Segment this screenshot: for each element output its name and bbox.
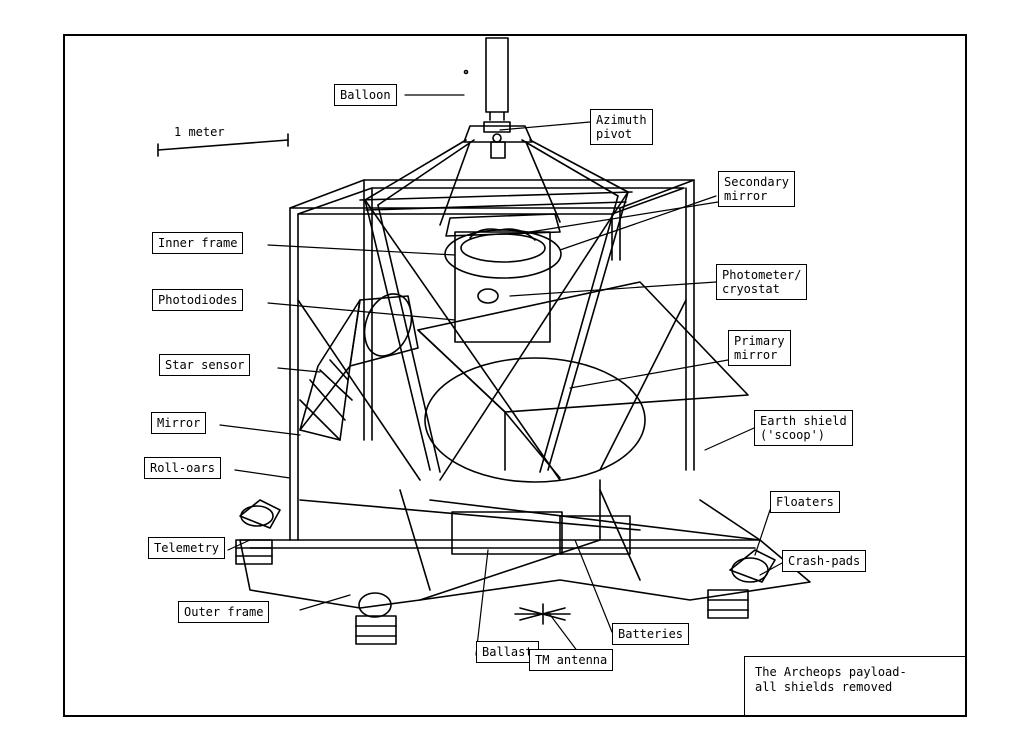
label-crash-pads: Crash-pads	[782, 550, 867, 572]
label-batteries: Batteries	[612, 623, 690, 645]
label-photometer-cryostat: Photometer/ cryostat	[716, 264, 808, 300]
label-ballast: Ballast	[476, 641, 539, 663]
label-photodiodes: Photodiodes	[152, 289, 244, 311]
floaters-drawing	[239, 499, 776, 618]
tm-antenna-drawing	[514, 603, 571, 625]
label-scale: 1 meter	[174, 125, 225, 139]
label-star-sensor: Star sensor	[159, 354, 251, 376]
lower-platform	[239, 489, 811, 609]
figure-caption: The Archeops payload- all shields remove…	[744, 656, 967, 717]
label-inner-frame: Inner frame	[152, 232, 244, 254]
label-telemetry: Telemetry	[148, 537, 226, 559]
label-floaters: Floaters	[770, 491, 840, 513]
label-tm-antenna: TM antenna	[529, 649, 614, 671]
star-sensor-tube	[299, 293, 419, 441]
primary-mirror-drawing	[417, 281, 749, 483]
label-outer-frame: Outer frame	[178, 601, 270, 623]
label-secondary-mirror: Secondary mirror	[718, 171, 796, 207]
cryostat-drawing	[444, 213, 562, 343]
azimuth-pivot-drawing	[463, 125, 533, 159]
leader-lines	[219, 94, 783, 665]
label-mirror: Mirror	[151, 412, 207, 434]
cross-bracing	[297, 191, 687, 481]
scale-bar	[157, 133, 289, 157]
label-azimuth-pivot: Azimuth pivot	[590, 109, 653, 145]
label-balloon: Balloon	[334, 84, 397, 106]
crash-pads-drawing	[235, 539, 749, 645]
label-earth-shield: Earth shield ('scoop')	[754, 410, 853, 446]
suspension-truss	[359, 139, 633, 226]
label-roll-oars: Roll-oars	[144, 457, 222, 479]
label-primary-mirror: Primary mirror	[728, 330, 791, 366]
